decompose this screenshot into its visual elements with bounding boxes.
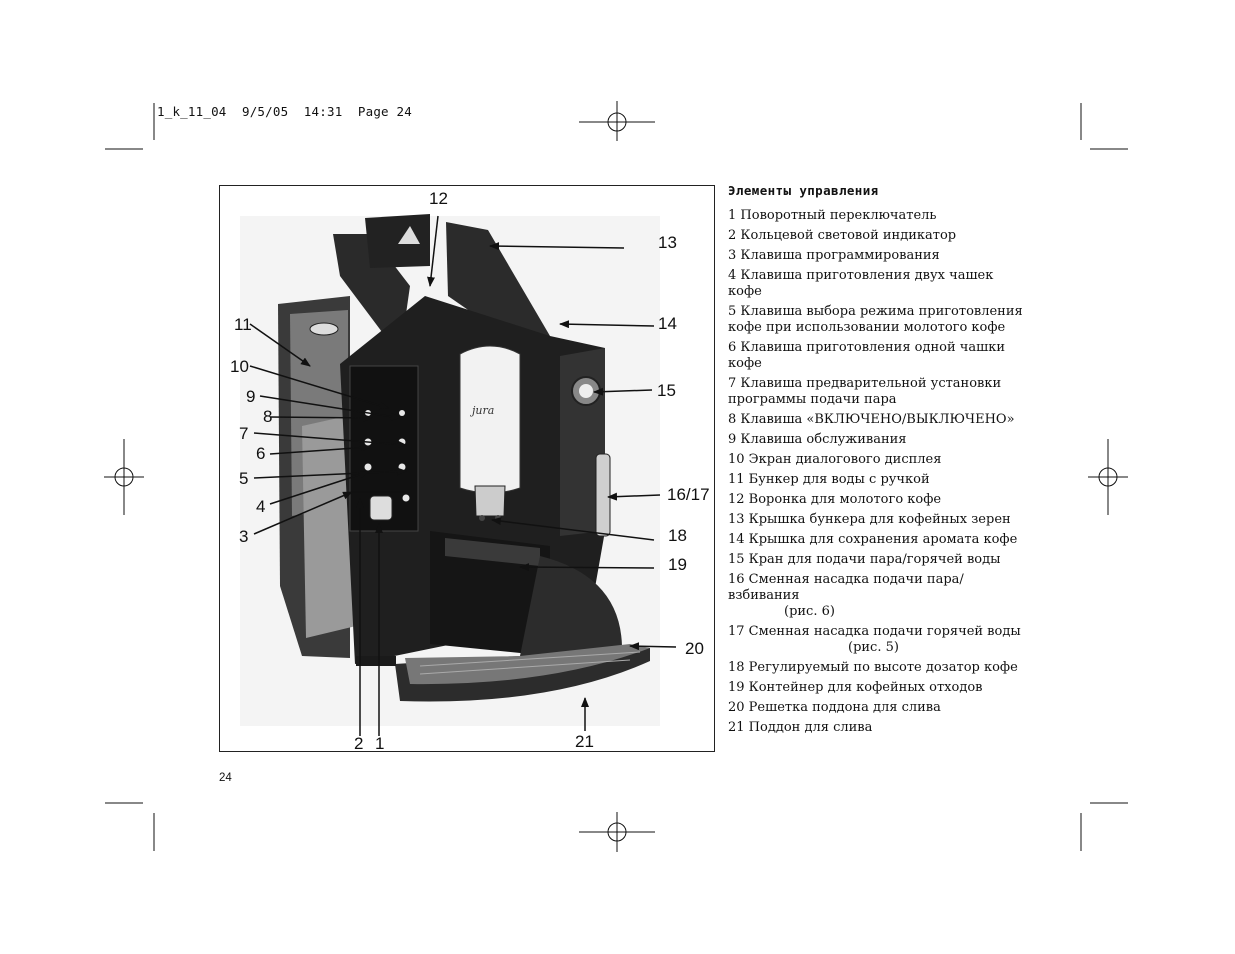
coffee-machine-drawing: jura [230,189,710,752]
callout-11: 11 [234,315,252,334]
legend-item-text: 1 Поворотный переключатель [728,208,937,223]
legend-item: 17 Сменная насадка подачи горячей воды(р… [728,624,1028,656]
brand-logo: jura [469,404,494,417]
legend-item-text: 11 Бункер для воды с ручкой [728,472,930,487]
legend-item: 2 Кольцевой световой индикатор [728,228,1028,244]
legend-item: 15 Кран для подачи пара/горячей воды [728,552,1028,568]
legend-title: Элементы управления [728,183,879,198]
legend-item-text: 17 Сменная насадка подачи горячей воды [728,624,1021,639]
legend-item-text: 8 Клавиша «ВКЛЮЧЕНО/ВЫКЛЮЧЕНО» [728,412,1015,427]
callout-5: 5 [239,469,248,488]
legend-item: 12 Воронка для молотого кофе [728,492,1028,508]
registration-mark-bottom [579,812,655,852]
callout-2: 2 [354,734,363,752]
callout-21: 21 [575,732,594,751]
legend-item: 9 Клавиша обслуживания [728,432,1028,448]
callout-10: 10 [230,357,249,376]
registration-mark-right [1088,439,1128,515]
print-slug: 1_k_11_04 9/5/05 14:31 Page 24 [157,104,412,119]
legend-item-continuation: (рис. 5) [848,640,899,655]
callout-1: 1 [375,734,384,752]
legend-item: 14 Крышка для сохранения аромата кофе [728,532,1028,548]
callout-14: 14 [658,314,677,333]
legend-item: 19 Контейнер для кофейных отходов [728,680,1028,696]
callout-8: 8 [263,407,272,426]
machine-illustration: jura [219,185,715,752]
legend-item: 21 Поддон для слива [728,720,1028,736]
legend-item-text: 15 Кран для подачи пара/горячей воды [728,552,1001,567]
legend-item: 18 Регулируемый по высоте дозатор кофе [728,660,1028,676]
drip-grid [405,644,650,685]
legend-item-text: 4 Клавиша приготовления двух чашек кофе [728,268,994,299]
callout-12: 12 [429,189,448,208]
legend-item-text: 10 Экран диалогового дисплея [728,452,942,467]
steam-nozzle [595,453,611,537]
legend-item-text: 18 Регулируемый по высоте дозатор кофе [728,660,1018,675]
callout-15: 15 [657,381,676,400]
legend-item-text: 20 Решетка поддона для слива [728,700,941,715]
legend-item-text: 16 Сменная насадка подачи пара/взбивания [728,572,964,603]
legend-item-text: 5 Клавиша выбора режима приготовления [728,304,1023,319]
legend-item-text: 19 Контейнер для кофейных отходов [728,680,983,695]
legend-item: 11 Бункер для воды с ручкой [728,472,1028,488]
registration-mark-left [104,439,144,515]
legend-item-text: 7 Клавиша предварительной установки [728,376,1002,391]
legend-item-text: 12 Воронка для молотого кофе [728,492,942,507]
legend-list: 1 Поворотный переключатель 2 Кольцевой св… [728,208,1028,736]
page-number: 24 [219,772,232,784]
callout-3: 3 [239,527,248,546]
legend-item-continuation: кофе при использовании молотого кофе [728,320,1006,335]
legend-item-continuation: (рис. 6) [784,604,835,619]
callout-20: 20 [685,639,704,658]
legend-item: 3 Клавиша программирования [728,248,1028,264]
legend-item-text: 14 Крышка для сохранения аромата кофе [728,532,1018,547]
legend-item: 10 Экран диалогового дисплея [728,452,1028,468]
callout-9: 9 [246,387,255,406]
callout-19: 19 [668,555,687,574]
callout-6: 6 [256,444,265,463]
legend-item-text: 3 Клавиша программирования [728,248,940,263]
controls-legend: Элементы управления 1 Поворотный переклю… [728,183,1028,740]
legend-item-text: 13 Крышка бункера для кофейных зерен [728,512,1011,527]
legend-item-text: 2 Кольцевой световой индикатор [728,228,957,243]
legend-item: 1 Поворотный переключатель [728,208,1028,224]
callout-13: 13 [658,233,677,252]
callout-18: 18 [668,526,687,545]
legend-item-text: 6 Клавиша приготовления одной чашки [728,340,1006,355]
legend-item-continuation: программы подачи пара [728,392,897,407]
legend-item: 8 Клавиша «ВКЛЮЧЕНО/ВЫКЛЮЧЕНО» [728,412,1028,428]
legend-item-continuation: кофе [728,356,762,371]
legend-item-text: 9 Клавиша обслуживания [728,432,907,447]
callout-4: 4 [256,497,265,516]
legend-item: 4 Клавиша приготовления двух чашек кофе [728,268,1028,300]
legend-item-text: 21 Поддон для слива [728,720,873,735]
legend-item: 20 Решетка поддона для слива [728,700,1028,716]
coffee-spout [459,345,521,494]
aroma-lid [446,222,550,346]
registration-mark-top [579,101,655,141]
callout-16-17: 16/17 [667,485,710,504]
callout-7: 7 [239,424,248,443]
legend-item: 13 Крышка бункера для кофейных зерен [728,512,1028,528]
legend-item: 16 Сменная насадка подачи пара/взбивания… [728,572,1028,620]
